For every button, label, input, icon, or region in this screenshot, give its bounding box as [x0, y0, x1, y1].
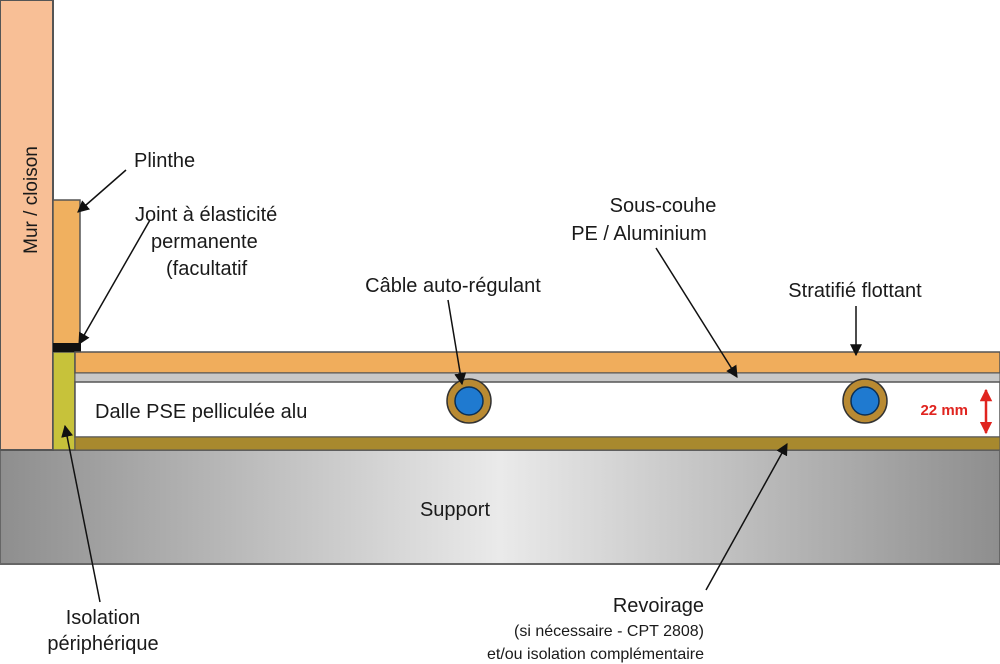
- thickness-label: 22 mm: [920, 402, 968, 419]
- joint-label-line1: Joint à élasticité: [135, 204, 277, 226]
- stratifie-label: Stratifié flottant: [788, 280, 922, 302]
- isolation-label-line1: Isolation: [66, 607, 141, 629]
- heating-cable-2: [842, 378, 888, 424]
- heating-cable-1: [446, 378, 492, 424]
- plinthe-label: Plinthe: [134, 150, 195, 172]
- cable-leader: [447, 299, 467, 386]
- support-label: Support: [420, 499, 490, 521]
- revoirage-label-line3: et/ou isolation complémentaire: [487, 646, 704, 663]
- dalle-label: Dalle PSE pelliculée alu: [95, 401, 307, 423]
- revoirage-label-line2: (si nécessaire - CPT 2808): [514, 623, 704, 640]
- support-slab: [0, 449, 1000, 565]
- wall-label: Mur / cloison: [21, 146, 42, 254]
- plinthe-leader: [77, 169, 127, 213]
- cable-label: Câble auto-régulant: [365, 275, 541, 297]
- sous-couche-label-line2: PE / Aluminium: [571, 223, 707, 245]
- isolation-leader: [61, 424, 101, 603]
- isolation-label-line2: périphérique: [47, 633, 158, 655]
- levelling-layer: [74, 436, 1000, 451]
- sous-couche-leader: [655, 247, 738, 379]
- laminate-layer: [74, 351, 1000, 374]
- joint-leader: [78, 219, 151, 346]
- elastic-joint: [53, 343, 81, 352]
- joint-label-line2: permanente: [151, 231, 258, 253]
- perimeter-isolation-strip: [52, 351, 76, 451]
- sous-couche-label-line1: Sous-couhe: [610, 195, 717, 217]
- plinthe: [52, 199, 81, 345]
- joint-label-line3: (facultatif: [166, 258, 248, 280]
- revoirage-label-line1: Revoirage: [613, 595, 704, 617]
- revoirage-leader: [705, 442, 788, 591]
